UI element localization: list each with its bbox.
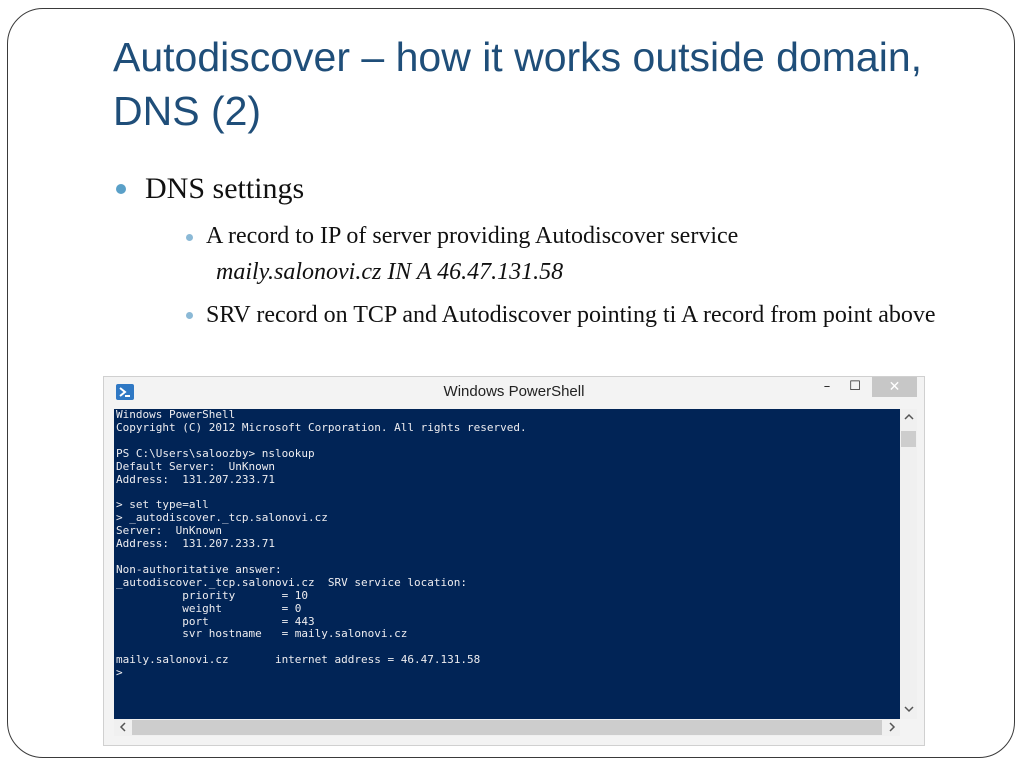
bullet-dot [116,184,126,194]
powershell-icon [116,384,134,400]
window-title: Windows PowerShell [443,383,585,400]
horizontal-scroll-thumb[interactable] [132,720,882,735]
sub-bullet-a-record: A record to IP of server providing Autod… [206,223,739,249]
a-record-example: maily.salonovi.cz IN A 46.47.131.58 [216,259,564,285]
sub-bullet-dot [186,234,193,241]
chevron-up-icon[interactable] [900,411,917,424]
horizontal-scrollbar[interactable] [114,719,900,736]
chevron-left-icon[interactable] [114,722,131,735]
minimize-button[interactable]: – [823,379,831,394]
window-titlebar[interactable]: Windows PowerShell – ☐ ✕ [104,377,924,409]
vertical-scrollbar[interactable] [900,409,917,719]
sub-bullet-dot [186,312,193,319]
console-output[interactable]: Windows PowerShell Copyright (C) 2012 Mi… [114,409,900,719]
chevron-right-icon[interactable] [883,722,900,735]
console-text[interactable]: Windows PowerShell Copyright (C) 2012 Mi… [116,409,527,680]
sub-bullet-srv-record: SRV record on TCP and Autodiscover point… [206,302,936,328]
bullet-dns-settings: DNS settings [145,172,305,205]
close-button[interactable]: ✕ [872,377,917,397]
slide-title: Autodiscover – how it works outside doma… [113,34,923,134]
vertical-scroll-thumb[interactable] [901,431,916,447]
maximize-button[interactable]: ☐ [849,379,861,394]
powershell-window[interactable]: Windows PowerShell – ☐ ✕ Windows PowerSh… [103,376,925,746]
chevron-down-icon[interactable] [900,703,917,716]
